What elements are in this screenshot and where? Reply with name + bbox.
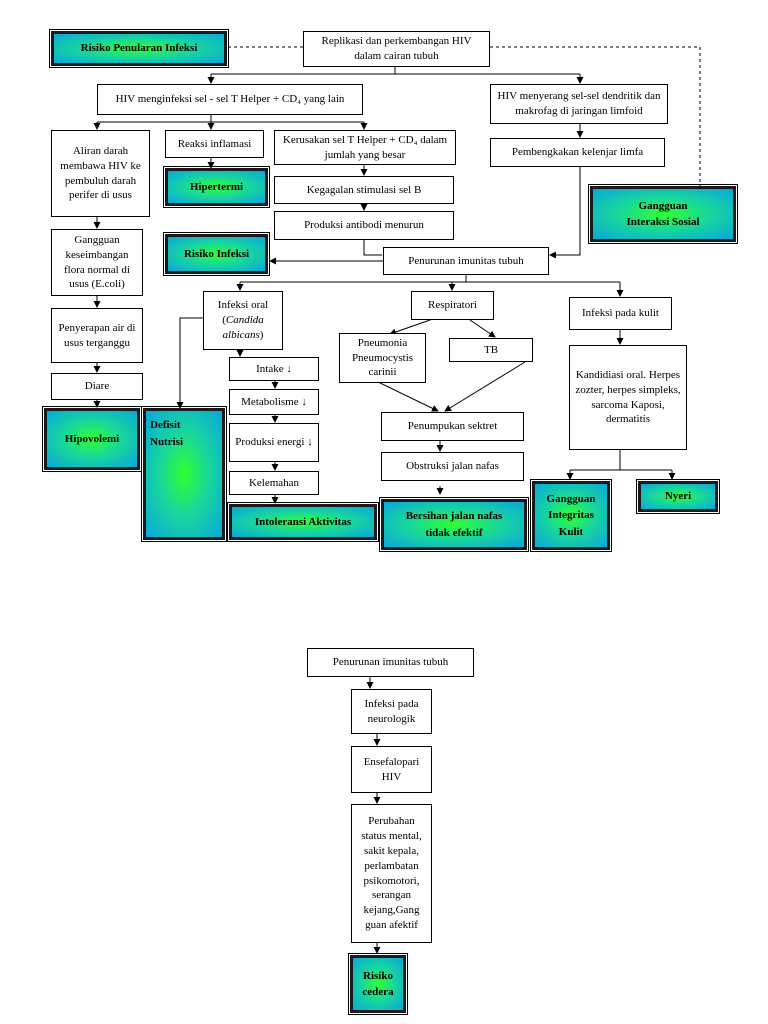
node-produksi-energi: Produksi energi ↓	[229, 423, 319, 462]
node-infeksi-oral: Infeksi oral(Candida albicans)	[203, 291, 283, 350]
node-perubahan-status-mental: Perubahan status mental, sakit kepala, p…	[351, 804, 432, 943]
node-hiv-menginfeksi: HIV menginfeksi sel - sel T Helper + CD₄…	[97, 84, 363, 115]
node-penumpukan-sektret: Penumpukan sektret	[381, 412, 524, 441]
node-reaksi-inflamasi: Reaksi inflamasi	[165, 130, 264, 158]
node-replikasi-hiv: Replikasi dan perkembangan HIV dalam cai…	[303, 31, 490, 67]
node-infeksi-neurologik: Infeksi pada neurologik	[351, 689, 432, 734]
diagnosis-hipovolemi: Hipovolemi	[42, 406, 142, 472]
diagnosis-risiko-penularan-infeksi: Risiko Penularan Infeksi	[49, 29, 229, 68]
node-pembengkakan-limfa: Pembengkakan kelenjar limfa	[490, 138, 665, 167]
node-hiv-menyerang: HIV menyerang sel-sel dendritik dan makr…	[490, 84, 668, 124]
node-penurunan-imunitas-2: Penurunan imunitas tubuh	[307, 648, 474, 677]
diagnosis-intoleransi-aktivitas: Intoleransi Aktivitas	[227, 502, 379, 542]
node-metabolisme: Metabolisme ↓	[229, 389, 319, 415]
node-pneumonia: Pneumonia Pneumocystis carinii	[339, 333, 426, 383]
node-diare: Diare	[51, 373, 143, 400]
node-infeksi-kulit: Infeksi pada kulit	[569, 297, 672, 330]
diagnosis-nyeri: Nyeri	[636, 479, 720, 514]
node-intake: Intake ↓	[229, 357, 319, 381]
node-gangguan-flora: Gangguan keseimbangan flora normal di us…	[51, 229, 143, 296]
diagnosis-risiko-infeksi: Risiko Infeksi	[163, 232, 270, 276]
node-produksi-antibodi: Produksi antibodi menurun	[274, 211, 454, 240]
node-aliran-darah: Aliran darah membawa HIV ke pembuluh dar…	[51, 130, 150, 217]
node-respiratori: Respiratori	[411, 291, 494, 320]
diagnosis-hipertermi: Hipertermi	[163, 166, 270, 208]
node-obstruksi: Obstruksi jalan nafas	[381, 452, 524, 481]
node-penurunan-imunitas-1: Penurunan imunitas tubuh	[383, 247, 549, 275]
node-kelemahan: Kelemahan	[229, 471, 319, 495]
node-penyerapan-air: Penyerapan air di usus terganggu	[51, 308, 143, 363]
node-tb: TB	[449, 338, 533, 362]
node-ensefalopati: Ensefalopari HIV	[351, 746, 432, 793]
node-kerusakan-sel-t: Kerusakan sel T Helper + CD₄ dalam jumla…	[274, 130, 456, 165]
node-kandidiasi: Kandidiasi oral. Herpes zozter, herpes s…	[569, 345, 687, 450]
node-kegagalan-stimulasi: Kegagalan stimulasi sel B	[274, 176, 454, 204]
